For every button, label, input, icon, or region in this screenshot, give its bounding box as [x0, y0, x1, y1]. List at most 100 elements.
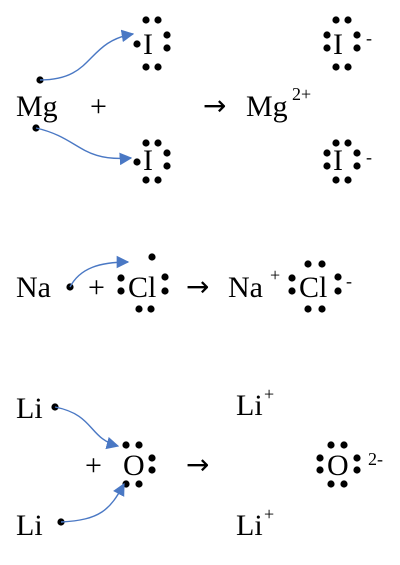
- electron-dot: [122, 441, 130, 449]
- electron-dot: [142, 16, 150, 24]
- electron-dot: [323, 31, 331, 39]
- electron-dot: [154, 176, 162, 184]
- electron-dot: [323, 149, 331, 157]
- oxide-ion: O 2-: [316, 441, 383, 488]
- lithium-symbol: Li: [16, 392, 43, 425]
- electron-dot: [353, 466, 361, 474]
- lithium-ion-charge: +: [264, 384, 274, 404]
- electron-dot: [161, 273, 169, 281]
- magnesium-ion-symbol: Mg: [246, 90, 288, 123]
- lithium-ion-charge: +: [264, 504, 274, 524]
- electron-dot: [135, 305, 143, 313]
- electron-dot: [117, 274, 125, 282]
- electron-dot: [353, 31, 361, 39]
- sodium-ion-symbol: Na: [228, 271, 263, 304]
- electron-dot: [353, 44, 361, 52]
- electron-dot: [318, 305, 326, 313]
- electron-dot: [353, 454, 361, 462]
- oxide-charge: 2-: [368, 449, 383, 469]
- sodium-ion-charge: +: [270, 265, 280, 285]
- electron-dot: [148, 454, 156, 462]
- electron-transfer-arrow: [39, 29, 135, 81]
- electron-dot: [332, 139, 340, 147]
- electron-dot: [163, 162, 171, 170]
- electron-dot: [344, 176, 352, 184]
- iodine-atom-bottom: I: [133, 139, 171, 184]
- lithium-ion-symbol: Li: [236, 509, 263, 542]
- electron-dot: [344, 139, 352, 147]
- iodine-symbol: I: [143, 28, 153, 61]
- iodide-charge: -: [366, 28, 372, 48]
- electron-dot: [117, 287, 125, 295]
- electron-dot: [163, 44, 171, 52]
- electron-dot: [304, 260, 312, 268]
- electron-dot: [332, 63, 340, 71]
- electron-dot: [344, 63, 352, 71]
- iodide-ion-top: I -: [323, 16, 372, 71]
- electron-dot: [148, 253, 156, 261]
- electron-transfer-arrow: [69, 255, 130, 288]
- magnesium-symbol: Mg: [16, 90, 58, 123]
- electron-dot: [316, 454, 324, 462]
- electron-dot: [318, 260, 326, 268]
- electron-dot: [353, 162, 361, 170]
- electron-dot: [344, 16, 352, 24]
- magnesium-ion-charge: 2+: [292, 84, 311, 104]
- electron-dot: [163, 31, 171, 39]
- electron-transfer-arrow: [60, 482, 125, 523]
- electron-dot: [147, 305, 155, 313]
- lithium-symbol: Li: [16, 509, 43, 542]
- electron-dot: [332, 16, 340, 24]
- chloride-charge: -: [346, 271, 352, 291]
- electron-dot: [133, 158, 141, 166]
- electron-dot: [323, 44, 331, 52]
- reaction-li-oxygen: Li Li + O → Li + Li + O: [16, 384, 383, 542]
- chlorine-symbol: Cl: [128, 271, 156, 304]
- electron-dot: [340, 480, 348, 488]
- iodide-symbol: I: [333, 144, 343, 177]
- electron-dot: [163, 149, 171, 157]
- electron-dot: [135, 441, 143, 449]
- electron-dot: [288, 287, 296, 295]
- iodide-charge: -: [366, 147, 372, 167]
- electron-dot: [340, 441, 348, 449]
- chloride-symbol: Cl: [299, 271, 327, 304]
- reaction-na-chlorine: Na + Cl → Na + Cl -: [16, 253, 352, 313]
- electron-dot: [327, 480, 335, 488]
- electron-transfer-arrow: [54, 406, 120, 450]
- sodium-symbol: Na: [16, 271, 51, 304]
- electron-dot: [133, 40, 141, 48]
- electron-dot: [334, 287, 342, 295]
- electron-dot: [353, 149, 361, 157]
- electron-dot: [154, 63, 162, 71]
- chlorine-atom: Cl: [117, 253, 169, 313]
- electron-dot: [154, 16, 162, 24]
- electron-dot: [316, 466, 324, 474]
- electron-dot: [142, 176, 150, 184]
- oxygen-symbol: O: [123, 449, 145, 482]
- plus-sign: +: [85, 449, 102, 482]
- electron-dot: [142, 139, 150, 147]
- electron-dot: [304, 305, 312, 313]
- reaction-arrow: →: [186, 448, 209, 481]
- plus-sign: +: [88, 271, 105, 304]
- reaction-mg-iodine: Mg + I I → Mg: [16, 16, 372, 184]
- electron-dot: [288, 274, 296, 282]
- oxygen-atom: O: [122, 441, 156, 488]
- electron-dot: [148, 466, 156, 474]
- electron-transfer-arrow: [35, 127, 133, 166]
- reaction-arrow: →: [203, 89, 226, 122]
- electron-dot: [334, 273, 342, 281]
- electron-dot: [135, 480, 143, 488]
- reaction-arrow: →: [186, 270, 209, 303]
- electron-dot: [323, 162, 331, 170]
- iodide-symbol: I: [333, 28, 343, 61]
- electron-dot: [161, 287, 169, 295]
- iodine-atom-top: I: [133, 16, 171, 71]
- plus-sign: +: [90, 90, 107, 123]
- electron-dot: [154, 139, 162, 147]
- electron-dot: [142, 63, 150, 71]
- oxide-symbol: O: [327, 449, 349, 482]
- electron-dot: [327, 441, 335, 449]
